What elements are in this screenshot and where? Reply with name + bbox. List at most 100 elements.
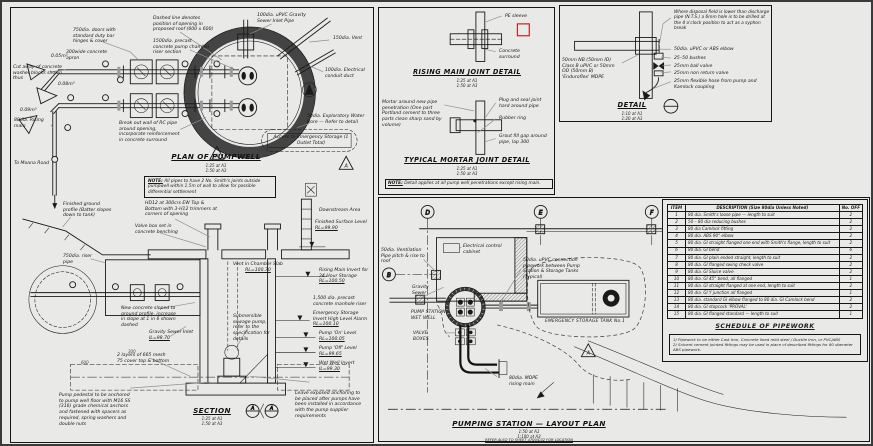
- grid-letter-b: B: [387, 272, 391, 279]
- schedule-note-1: 1/ Pipework to be either Cast Iron, Conc…: [673, 336, 841, 342]
- svg-text:A: A: [343, 163, 348, 169]
- detail-leaders: [621, 17, 672, 89]
- mortar-joint-title: TYPICAL MORTAR JOINT DETAIL: [404, 156, 530, 164]
- layout-batter: [536, 340, 847, 418]
- plan-inlet-vent-conduit: [237, 17, 336, 197]
- label-new-concrete: New concrete sloped to ground profile, i…: [121, 306, 176, 329]
- label-breakout: Break out wall of RC pipe around opening…: [119, 121, 180, 144]
- schedule-header-desc: DESCRIPTION (Size 80dia Unless Noted): [685, 203, 840, 213]
- panel-detail: Where disposal field is lower than disch…: [559, 5, 772, 122]
- plan-joint-markers: [117, 66, 233, 111]
- plan-scale-a1: 1:25 at A1: [205, 163, 227, 168]
- red-annotation-square: [516, 23, 530, 37]
- grid-letter-d: D: [425, 209, 430, 216]
- label-emergency-invert: Emergency Storage Invert High Level Alar…: [313, 311, 368, 328]
- plan-warning-triangles: A A: [209, 145, 354, 170]
- joints-note: NOTE: Detail applies at all pump well pe…: [385, 179, 553, 189]
- label-pipe-spec: 50mm NB (50mm ID) Class B uPVC or 50mm O…: [562, 58, 615, 81]
- panel-schedule: ITEM DESCRIPTION (Size 80dia Unless Note…: [662, 199, 868, 362]
- label-cut-away: Cut away of concrete washer blocks shown…: [13, 65, 62, 82]
- label-mesh-top: HD12 at 300crs EW Top & Bottom with 3-H1…: [145, 201, 217, 218]
- label-concrete-surround: Concrete surround: [499, 49, 520, 60]
- svg-text:A: A: [250, 405, 254, 411]
- label-tank: EMERGENCY STORAGE TANK No.1: [545, 319, 625, 324]
- plan-pipework: [58, 59, 240, 119]
- schedule-notes: 1/ Pipework to be either Cast Iron, Conc…: [669, 333, 861, 356]
- label-ball-valve: 25mm ball valve: [674, 63, 713, 69]
- detail-ref-circle: [663, 98, 679, 114]
- plan-scale-a3: 1:50 at A3: [205, 168, 227, 173]
- rising-scale-a1: 1:25 at A1: [456, 78, 478, 83]
- plan-title: PLAN OF PUMPWELL: [171, 152, 261, 161]
- label-rising-main-layout: 80dia. MDPE rising main: [509, 376, 538, 387]
- mortar-joint: [444, 100, 503, 155]
- rising-main-pipes: [459, 324, 500, 374]
- label-inlet: 100dia. uPVC Gravity Sewer Inlet Pipe: [257, 13, 306, 24]
- grid-letter-e: E: [539, 209, 543, 216]
- label-valve-box: Valve box set in concrete benching: [135, 224, 178, 235]
- label-pump-on: Pump 'On' Level RL=100.05: [319, 331, 357, 342]
- label-hose: 25mm flexible hose from pump and Kamlock…: [674, 79, 757, 90]
- label-bore: 50dia. Exploratory Water Bore — Refer to…: [307, 114, 365, 125]
- label-riser-section: 1500dia. precast concrete pump chamber r…: [153, 39, 210, 56]
- svg-text:A: A: [269, 405, 273, 411]
- layout-pipework: [389, 294, 539, 378]
- panel-plan-and-section: A A: [10, 7, 374, 443]
- detail-valve-stack: [642, 52, 665, 101]
- schedule-title: SCHEDULE OF PIPEWORK: [715, 322, 815, 330]
- label-manhole-riser: 1,500 dia. precast concrete manhole rise…: [313, 296, 367, 307]
- label-pe-sleeve: PE sleeve: [505, 14, 527, 19]
- label-bushes: 25–50 bushes: [674, 56, 706, 61]
- label-cabinet: Electrical control cabinet: [463, 244, 502, 255]
- label-apron: 300wide concrete apron: [66, 50, 108, 61]
- plan-note-heading: NOTE:: [148, 178, 163, 184]
- label-nrv: 25mm non return valve: [674, 71, 729, 76]
- layout-refer-note: REFER ALSO TO SHEET 4700/C02 FOR LOCATIO…: [485, 438, 573, 442]
- layout-contour-clouds: [437, 257, 646, 381]
- label-vent-pipe: 50dia. Ventilation Pipe pitch & rise to …: [381, 248, 425, 265]
- plan-section-linework: A A: [18, 17, 358, 419]
- label-wet-well: PUMP STATION WET WELL: [411, 310, 446, 321]
- label-mortar: Mortar around new pipe penetration (One …: [382, 100, 442, 128]
- mortar-scale-a3: 1:50 at A3: [456, 171, 478, 176]
- label-pump-off: Pump 'Off' Level RL=99.65: [319, 346, 357, 357]
- warning-letter: A: [214, 153, 219, 159]
- label-vol1: 0.05m³: [51, 54, 68, 59]
- label-rising-invert: Rising Main Invert for 24 Hour Storage R…: [319, 268, 369, 285]
- schedule-table: ITEM DESCRIPTION (Size 80dia Unless Note…: [667, 203, 864, 319]
- plan-left-assembly: [18, 60, 221, 210]
- label-doors: 750dia. doors with standard duty bar hin…: [73, 28, 116, 45]
- detail-wall-pipe: [574, 11, 660, 99]
- label-riser-pipe: 750dia. riser pipe: [63, 254, 92, 265]
- label-anchoring: Leave exposed anchoring to be placed aft…: [295, 391, 362, 419]
- label-plug-seal: Plug and seal joint hard around pipe: [499, 98, 542, 109]
- label-vent: 150dia. Vent: [333, 36, 363, 41]
- grid-bubbles: D E F B: [382, 204, 659, 393]
- label-roof-opening: Dashed line denotes position of opening …: [153, 16, 214, 33]
- section-scale-a3: 1:50 at A3: [201, 421, 223, 426]
- layout-scale-a3: 1:100 at A3: [517, 433, 541, 439]
- schedule-header-row: ITEM DESCRIPTION (Size 80dia Unless Note…: [667, 203, 864, 213]
- schedule-note-2: 2/ Solvent cement jointed fittings may b…: [673, 341, 853, 353]
- pump-symbols: [238, 66, 258, 118]
- label-to-road: To Moana Road: [14, 161, 50, 166]
- svg-text:A: A: [586, 351, 591, 357]
- label-grout: Grout fill gap around pipe, lap 300: [499, 134, 547, 145]
- plan-emergency-storage-cloud: [261, 129, 358, 152]
- rising-main-joint: [449, 11, 530, 62]
- section-ground: [22, 218, 151, 256]
- label-conduit: 100dia. Electrical conduit duct: [325, 68, 365, 79]
